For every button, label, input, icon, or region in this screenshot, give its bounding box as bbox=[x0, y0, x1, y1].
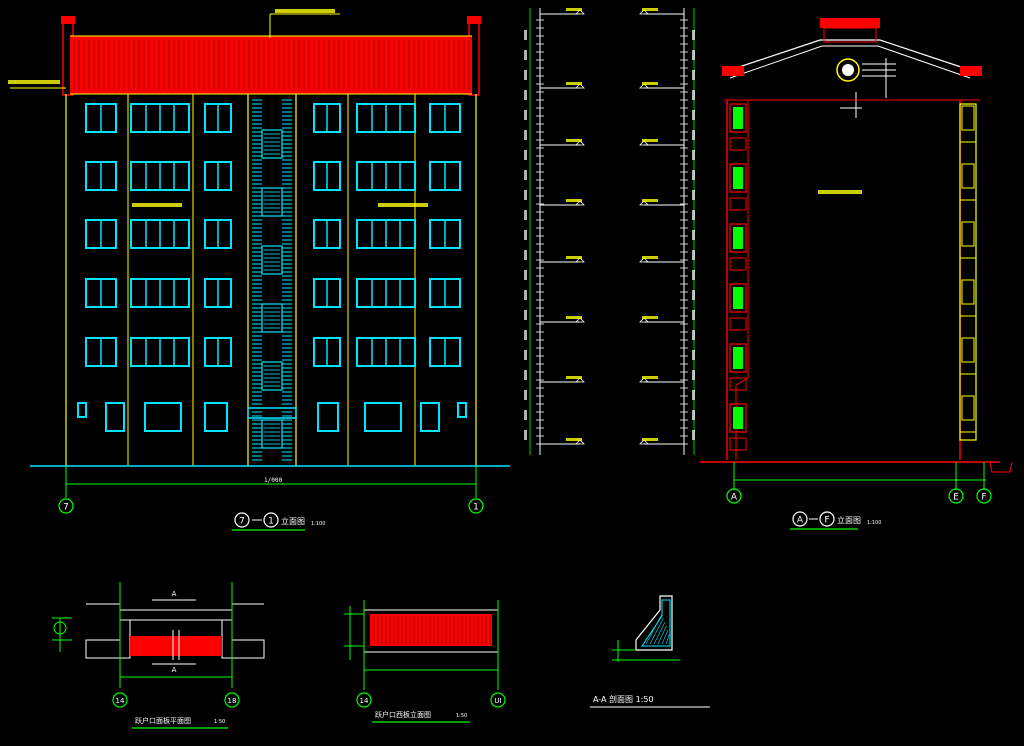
axis-bubble-14a bbox=[112, 692, 128, 708]
window bbox=[420, 402, 440, 432]
roof-post-cap-right bbox=[467, 16, 481, 24]
front-elevation: 1/000 7 1 7 1 立面图 1:100 bbox=[8, 9, 510, 531]
axis-label-7: 7 bbox=[63, 503, 69, 513]
axis-bubble-a bbox=[726, 488, 742, 504]
detail-elev-title: 跃户口西板立面图 bbox=[375, 710, 431, 719]
title-axis-1: 1 bbox=[268, 517, 274, 527]
detail-elev-scale: 1:50 bbox=[456, 713, 467, 719]
stair-window-column bbox=[247, 99, 297, 461]
roof-band bbox=[70, 36, 472, 94]
axis-bubble-1 bbox=[468, 498, 484, 514]
side-window-strip bbox=[959, 103, 977, 441]
detail-plan-scale: 1:50 bbox=[214, 719, 225, 725]
section-mark-bottom: A bbox=[172, 666, 177, 674]
level-ruler-left bbox=[524, 8, 585, 455]
axis-label-14a: 14 bbox=[116, 697, 125, 705]
window bbox=[457, 402, 467, 418]
roof-tile-stripes bbox=[73, 40, 470, 90]
level-ruler-right bbox=[639, 8, 695, 455]
axis-label-ui: UI bbox=[494, 697, 501, 705]
front-overall-dim: 1/000 bbox=[264, 477, 282, 484]
title-bubble-a bbox=[792, 511, 808, 527]
window bbox=[364, 402, 402, 432]
title-axis-7: 7 bbox=[239, 517, 245, 527]
side-balconies bbox=[729, 103, 747, 451]
axis-bubble-14b bbox=[356, 692, 372, 708]
window bbox=[317, 402, 339, 432]
axis-label-e: E bbox=[953, 493, 959, 503]
side-title: 立面图 bbox=[837, 515, 861, 525]
title-bubble-f bbox=[819, 511, 835, 527]
axis-bubble-f bbox=[976, 488, 992, 504]
title-axis-a: A bbox=[797, 516, 804, 526]
axis-label-18: 18 bbox=[228, 697, 237, 705]
section-mark-top: A bbox=[172, 590, 177, 598]
section-aa-title: A-A 剖面图 1:50 bbox=[593, 694, 654, 704]
axis-bubble-e bbox=[948, 488, 964, 504]
window bbox=[77, 402, 87, 418]
front-title: 立面图 bbox=[281, 516, 305, 526]
section-aa: A-A 剖面图 1:50 bbox=[590, 595, 710, 708]
window bbox=[204, 402, 228, 432]
detail-plan-title: 跃户口面板平面图 bbox=[135, 716, 191, 725]
title-bubble-7 bbox=[234, 512, 250, 528]
axis-label-1: 1 bbox=[473, 503, 479, 513]
side-elevation: A E F A F 立面图 1:100 bbox=[700, 18, 1013, 530]
title-bubble-1 bbox=[263, 512, 279, 528]
title-axis-f: F bbox=[824, 516, 829, 526]
front-windows bbox=[77, 103, 467, 432]
front-scale: 1:100 bbox=[311, 521, 325, 527]
detail-plan: A A 14 18 跃户口面板平面图 1:50 bbox=[52, 582, 265, 729]
detail-elevation: 14 UI 跃户口西板立面图 1:50 bbox=[344, 600, 506, 723]
side-scale: 1:100 bbox=[867, 520, 881, 526]
axis-label-a: A bbox=[731, 493, 738, 503]
gable-emblem bbox=[836, 58, 860, 82]
window bbox=[144, 402, 182, 432]
axis-bubble-ui bbox=[490, 692, 506, 708]
axis-label-f: F bbox=[981, 493, 986, 503]
detail-plan-slab bbox=[130, 636, 222, 656]
roof-post-cap-left bbox=[61, 16, 75, 24]
axis-label-14b: 14 bbox=[360, 697, 369, 705]
axis-bubble-7 bbox=[58, 498, 74, 514]
axis-bubble-18 bbox=[224, 692, 240, 708]
window bbox=[105, 402, 125, 432]
